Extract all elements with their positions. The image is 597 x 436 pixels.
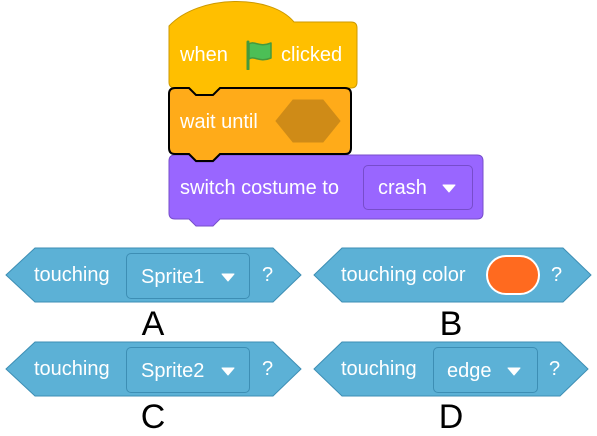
chevron-down-icon xyxy=(221,367,235,376)
green-flag-icon[interactable] xyxy=(244,40,274,70)
wait-until-label: wait until xyxy=(180,111,258,133)
costume-dropdown-value: crash xyxy=(378,177,427,199)
option-b-label: touching color xyxy=(341,264,466,286)
chevron-down-icon xyxy=(221,273,235,282)
option-a-sprite-dropdown[interactable]: Sprite1 xyxy=(126,253,250,299)
option-c-letter: C xyxy=(140,398,166,436)
script-shapes xyxy=(168,1,484,227)
hat-when-text: when xyxy=(180,44,228,66)
option-c-question-mark: ? xyxy=(262,358,274,380)
chevron-down-icon xyxy=(507,367,521,376)
option-d-question-mark: ? xyxy=(549,358,561,380)
option-d-dropdown-value: edge xyxy=(447,360,492,382)
switch-costume-label: switch costume to xyxy=(180,177,339,199)
option-b-question-mark: ? xyxy=(551,264,563,286)
option-a-letter: A xyxy=(141,305,165,343)
chevron-down-icon xyxy=(442,184,456,193)
hat-clicked-text: clicked xyxy=(281,44,343,66)
option-a-label: touching xyxy=(34,264,110,286)
option-a-dropdown-value: Sprite1 xyxy=(141,266,205,288)
option-d-edge-dropdown[interactable]: edge xyxy=(433,347,538,393)
option-c-label: touching xyxy=(34,358,110,380)
option-d-letter: D xyxy=(438,398,464,436)
empty-boolean-slot xyxy=(275,99,341,143)
option-c-dropdown-value: Sprite2 xyxy=(141,360,205,382)
option-b-letter: B xyxy=(439,305,463,343)
option-c-sprite-dropdown[interactable]: Sprite2 xyxy=(126,347,250,393)
option-a-question-mark: ? xyxy=(262,264,274,286)
option-b-color-swatch[interactable] xyxy=(486,255,540,295)
option-d-label: touching xyxy=(341,358,417,380)
costume-dropdown[interactable]: crash xyxy=(363,165,473,210)
